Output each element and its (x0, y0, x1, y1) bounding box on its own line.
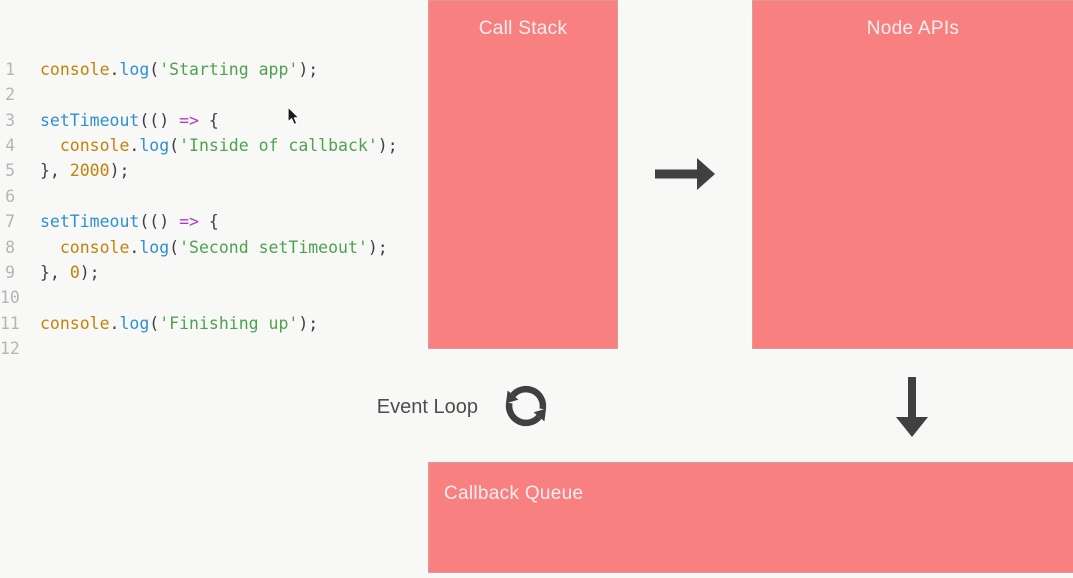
callback-queue-label: Callback Queue (444, 483, 584, 504)
code-token: 'Second setTimeout' (179, 237, 368, 257)
code-token: log (119, 313, 150, 333)
call-stack-label: Call Stack (478, 18, 568, 39)
code-token: }, (40, 262, 70, 282)
code-line[interactable]: 7 setTimeout(() => { (0, 209, 426, 234)
line-number: 11 (0, 313, 20, 333)
down-arrow-icon (896, 377, 928, 437)
line-number: 5 (5, 161, 15, 181)
line-number: 12 (0, 339, 20, 359)
right-arrow-icon (655, 158, 715, 190)
code-line[interactable]: 3 setTimeout(() => { (0, 108, 426, 133)
code-token: console (59, 237, 130, 257)
code-token: ); (377, 135, 398, 155)
code-token: ( (149, 313, 160, 333)
code-line[interactable]: 10 (0, 285, 426, 310)
code-token: { (198, 212, 219, 232)
callback-queue-box: Callback Queue (428, 462, 1073, 573)
code-token: console (40, 313, 110, 333)
code-token: console (40, 59, 110, 79)
code-token: ); (298, 313, 319, 333)
code-token: 'Starting app' (159, 59, 299, 79)
call-stack-box: Call Stack (428, 0, 618, 349)
code-token: { (198, 110, 219, 130)
code-token: (() (139, 212, 180, 232)
node-apis-box: Node APIs (752, 0, 1073, 349)
code-token: . (129, 135, 140, 155)
code-token: ( (149, 59, 160, 79)
code-token: ); (367, 237, 388, 257)
code-line[interactable]: 4 console.log('Inside of callback'); (0, 133, 426, 158)
code-text: console.log('Second setTimeout'); (40, 238, 388, 257)
code-line[interactable]: 2 (0, 82, 426, 107)
event-loop-label: Event Loop (376, 396, 478, 418)
line-number: 2 (5, 85, 15, 105)
line-number: 9 (5, 262, 15, 282)
mouse-cursor (287, 106, 300, 126)
code-line[interactable]: 9}, 0); (0, 260, 426, 285)
code-line[interactable]: 5}, 2000); (0, 158, 426, 183)
code-text: }, 2000); (40, 161, 129, 180)
code-token: . (109, 313, 120, 333)
code-text: console.log('Inside of callback'); (40, 136, 398, 155)
code-token: log (139, 135, 170, 155)
code-line[interactable]: 8 console.log('Second setTimeout'); (0, 235, 426, 260)
code-token: ); (298, 59, 319, 79)
line-number: 7 (5, 212, 15, 232)
code-token: 'Inside of callback' (179, 135, 378, 155)
code-text: console.log('Starting app'); (40, 60, 318, 79)
code-line[interactable]: 1 console.log('Starting app'); (0, 57, 426, 82)
code-token: ); (109, 161, 130, 181)
code-token: 'Finishing up' (159, 313, 299, 333)
code-line[interactable]: 6 (0, 184, 426, 209)
code-token: setTimeout (40, 212, 140, 232)
line-number: 4 (5, 135, 15, 155)
code-token: => (179, 110, 199, 130)
code-token: setTimeout (40, 110, 140, 130)
code-token: ); (79, 262, 100, 282)
code-token: log (119, 59, 150, 79)
line-number: 8 (5, 237, 15, 257)
code-token: log (139, 237, 170, 257)
code-line[interactable]: 12 (0, 336, 426, 361)
code-text: setTimeout(() => { (40, 212, 219, 231)
line-number: 1 (5, 59, 15, 79)
line-number: 10 (0, 288, 20, 308)
code-token (40, 136, 60, 155)
code-token (40, 238, 60, 257)
code-text: console.log('Finishing up'); (40, 314, 318, 333)
code-token: console (59, 135, 130, 155)
refresh-cycle-icon (505, 385, 547, 427)
code-token: (() (139, 110, 180, 130)
code-token: 2000 (69, 161, 110, 181)
code-text: setTimeout(() => { (40, 111, 219, 130)
code-token: . (129, 237, 140, 257)
node-apis-label: Node APIs (866, 18, 960, 39)
line-number: 6 (5, 186, 15, 206)
line-number: 3 (5, 110, 15, 130)
code-token: ( (169, 237, 180, 257)
code-token: 0 (69, 262, 80, 282)
code-token: . (109, 59, 120, 79)
code-token: => (179, 212, 199, 232)
code-token: ( (169, 135, 180, 155)
code-token: }, (40, 161, 70, 181)
code-line[interactable]: 11 console.log('Finishing up'); (0, 311, 426, 336)
code-text: }, 0); (40, 263, 100, 282)
